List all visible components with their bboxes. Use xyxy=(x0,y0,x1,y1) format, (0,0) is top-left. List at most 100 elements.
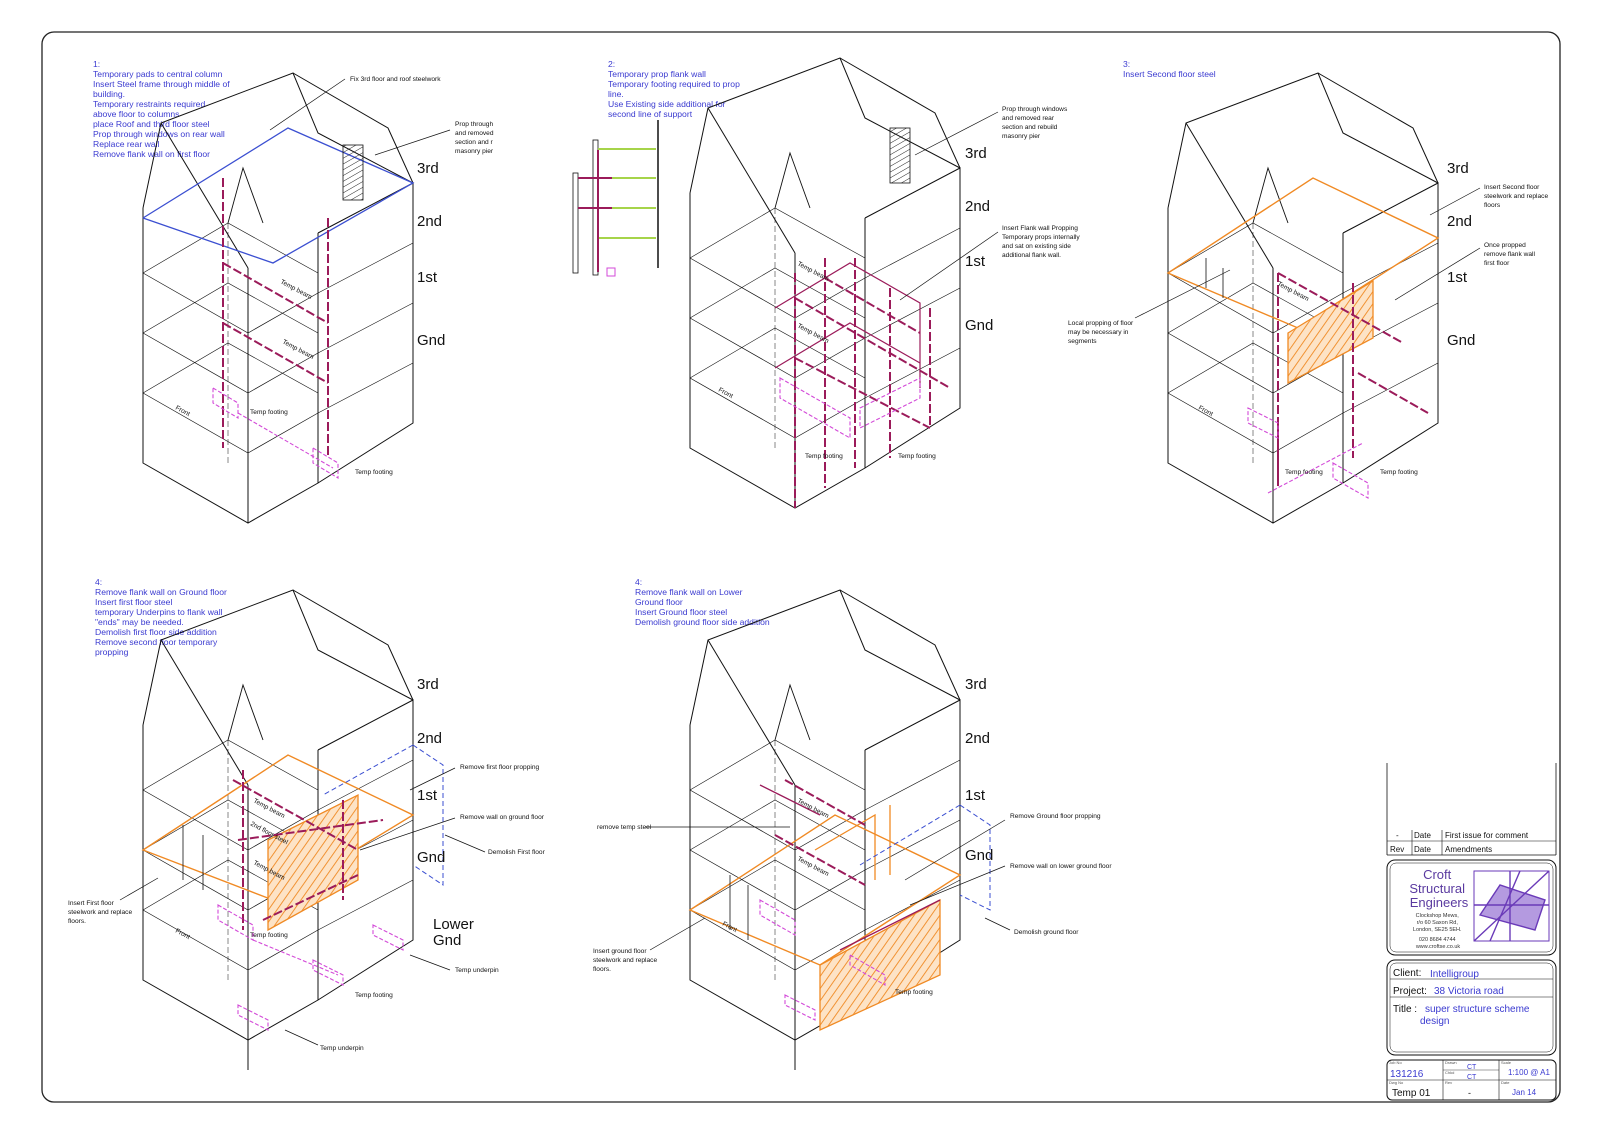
floor-label: 1st xyxy=(1447,269,1468,286)
label-temp-beam: Temp beam xyxy=(281,339,315,362)
chkd-label: Chkd xyxy=(1445,1070,1454,1075)
label-temp-footing: Temp footing xyxy=(250,932,288,939)
scale-label: Scale xyxy=(1501,1060,1512,1065)
label-front: Front xyxy=(721,921,738,934)
floor-label: Gnd xyxy=(417,849,445,866)
panel-4-house xyxy=(141,589,444,1070)
floor-label: 2nd xyxy=(417,213,442,230)
panel-1: 1: Temporary pads to central column Inse… xyxy=(93,59,494,524)
prop-elevation xyxy=(572,120,659,277)
label-remove-ground-floor-propping: Remove Ground floor propping xyxy=(1010,813,1101,820)
label-demolish-first-floor: Demolish First floor xyxy=(488,849,546,856)
panel-1-notes: 1: Temporary pads to central column Inse… xyxy=(93,59,232,159)
floor-label: 3rd xyxy=(965,145,987,162)
floor-label-lower: Lower xyxy=(433,916,474,933)
project-label: Project: xyxy=(1393,986,1427,997)
label-fix-3rd-floor: Fix 3rd floor and roof steelwork xyxy=(350,76,441,83)
dwg-no-value: Temp 01 xyxy=(1392,1088,1431,1099)
job-no-value: 131216 xyxy=(1390,1069,1424,1080)
label-temp-underpin: Temp underpin xyxy=(455,967,499,974)
label-temp-underpin: Temp underpin xyxy=(320,1045,364,1052)
label-temp-beam: Temp beam xyxy=(1276,281,1310,304)
chkd-value: CT xyxy=(1467,1074,1477,1081)
title-block: - Date First issue for comment Rev Date … xyxy=(1386,763,1557,1101)
floor-label: 1st xyxy=(965,253,986,270)
panel-5-house xyxy=(688,589,991,1070)
scale-value: 1:100 @ A1 xyxy=(1508,1068,1550,1077)
panel-2: 2: Temporary prop flank wall Temporary f… xyxy=(572,57,1080,509)
panel-1-house xyxy=(142,72,415,524)
panel-3-notes: 3: Insert Second floor steel xyxy=(1123,59,1216,79)
label-front: Front xyxy=(174,928,191,941)
label-temp-footing: Temp footing xyxy=(355,992,393,999)
company-logo-icon xyxy=(1473,870,1550,942)
label-temp-footing: Temp footing xyxy=(898,453,936,460)
floor-label: 2nd xyxy=(417,730,442,747)
label-temp-footing: Temp footing xyxy=(895,989,933,996)
label-front: Front xyxy=(1197,405,1214,418)
floor-label-lower-gnd: Gnd xyxy=(433,932,461,949)
floor-label: Gnd xyxy=(1447,332,1475,349)
date-header: Date xyxy=(1414,845,1431,854)
floor-label: 3rd xyxy=(965,676,987,693)
label-remove-temp-steel: remove temp steel xyxy=(597,824,652,831)
date-value: Jan 14 xyxy=(1512,1088,1537,1097)
panel-3: 3: Insert Second floor steel xyxy=(1068,59,1548,524)
rev-label: Rev xyxy=(1445,1080,1452,1085)
label-temp-footing: Temp footing xyxy=(355,469,393,476)
panel-4: 4: Remove flank wall on Ground floor Ins… xyxy=(68,577,546,1070)
label-front: Front xyxy=(174,405,191,418)
panel-3-house xyxy=(1166,72,1440,524)
label-temp-beam: Temp beam xyxy=(796,798,830,821)
floor-label: 2nd xyxy=(965,198,990,215)
job-no-label: Job No xyxy=(1389,1060,1402,1065)
label-temp-beam: Temp beam xyxy=(279,279,313,302)
company-name: Croft Structural Engineers xyxy=(1409,867,1468,910)
rev-cell: - xyxy=(1396,831,1399,840)
rev-date-cell: Date xyxy=(1414,831,1431,840)
floor-label: 3rd xyxy=(417,160,439,177)
drawn-label: Drawn xyxy=(1445,1060,1457,1065)
floor-label: 2nd xyxy=(1447,213,1472,230)
dwg-no-label: Dwg No xyxy=(1389,1080,1404,1085)
floor-label: 1st xyxy=(417,269,438,286)
rev-value: - xyxy=(1468,1088,1471,1098)
rev-amendment-cell: First issue for comment xyxy=(1445,831,1529,840)
client-value: Intelligroup xyxy=(1430,969,1479,980)
floor-label: 1st xyxy=(965,787,986,804)
label-temp-footing: Temp footing xyxy=(250,409,288,416)
floor-label: 3rd xyxy=(1447,160,1469,177)
floor-label: Gnd xyxy=(965,847,993,864)
panel-2-house xyxy=(689,57,961,509)
floor-label: Gnd xyxy=(965,317,993,334)
company-address: Clockshop Mews, r/o 60 Saxon Rd, London,… xyxy=(1413,913,1463,950)
label-remove-wall-lower-ground: Remove wall on lower ground floor xyxy=(1010,863,1112,870)
rev-header: Rev xyxy=(1390,845,1404,854)
amendments-header: Amendments xyxy=(1445,845,1492,854)
label-remove-first-floor-propping: Remove first floor propping xyxy=(460,764,539,771)
floor-label: 3rd xyxy=(417,676,439,693)
panel-5-notes: 4: Remove flank wall on Lower Ground flo… xyxy=(635,577,770,627)
floor-label: Gnd xyxy=(417,332,445,349)
sheet-border xyxy=(41,31,1561,1103)
label-remove-wall-ground-floor: Remove wall on ground floor xyxy=(460,814,545,821)
floor-label: 2nd xyxy=(965,730,990,747)
title-label: Title : xyxy=(1393,1004,1417,1015)
label-temp-footing: Temp footing xyxy=(805,453,843,460)
date-label: Date xyxy=(1501,1080,1510,1085)
drawn-value: CT xyxy=(1467,1064,1477,1071)
floor-label: 1st xyxy=(417,787,438,804)
panel-4-notes: 4: Remove flank wall on Ground floor Ins… xyxy=(95,577,229,657)
panel-5: 4: Remove flank wall on Lower Ground flo… xyxy=(593,577,1112,1070)
label-temp-footing: Temp footing xyxy=(1380,469,1418,476)
label-temp-footing: Temp footing xyxy=(1285,469,1323,476)
